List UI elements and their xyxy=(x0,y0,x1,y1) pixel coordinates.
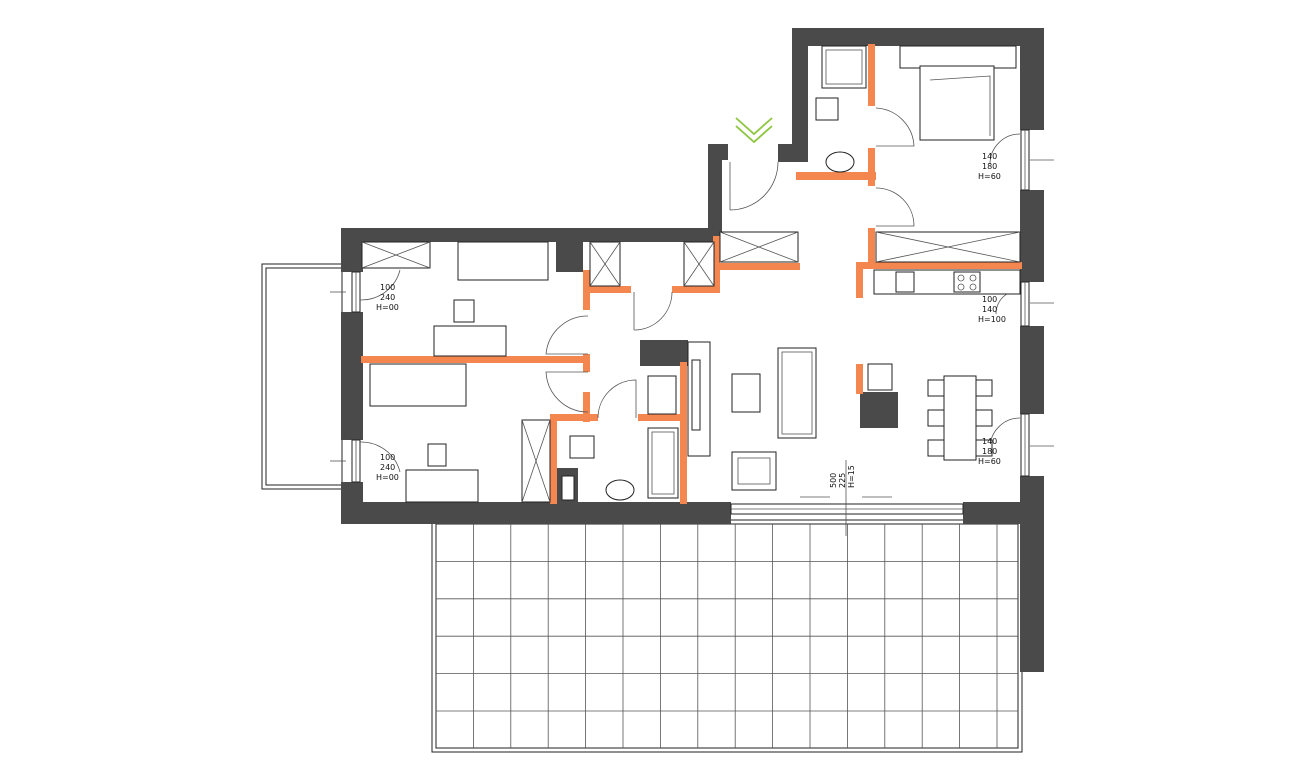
window-label-line: 180 xyxy=(982,447,997,456)
partition-walls xyxy=(361,44,1022,504)
terrace xyxy=(431,519,1023,753)
window-label-line: H=100 xyxy=(978,315,1006,324)
bedroom-top-furniture xyxy=(815,45,1017,173)
hall-storage xyxy=(361,231,799,503)
terrace-door-label: 500 225 H=15 xyxy=(829,465,856,488)
bathroom-left-furniture xyxy=(561,375,679,501)
dining-furniture xyxy=(927,375,993,461)
window-label-left-top: 100 240 H=00 xyxy=(376,283,399,312)
entrance-chevron-icon xyxy=(735,117,773,144)
window-label-line: 140 xyxy=(982,152,997,161)
living-furniture xyxy=(687,341,817,491)
window-label-line: 100 xyxy=(380,453,395,462)
terrace-tile-grid xyxy=(436,524,1018,748)
window-label-right-bottom: 140 180 H=60 xyxy=(978,437,1001,466)
window-label-right-top: 140 180 H=60 xyxy=(978,152,1001,181)
bedrooms-left-furniture xyxy=(369,241,549,503)
window-label-line: 240 xyxy=(380,293,395,302)
window-label-line: H=00 xyxy=(376,303,399,312)
window-label-line: 140 xyxy=(982,305,997,314)
structural-walls xyxy=(341,28,1044,672)
door-label-line: 500 xyxy=(829,473,838,488)
window-frames xyxy=(330,129,1054,536)
door-swings xyxy=(359,107,1021,473)
window-label-line: 140 xyxy=(982,437,997,446)
window-label-line: 100 xyxy=(380,283,395,292)
window-label-line: H=00 xyxy=(376,473,399,482)
window-label-left-bottom: 100 240 H=00 xyxy=(376,453,399,482)
door-label-line: H=15 xyxy=(847,465,856,488)
left-balcony xyxy=(261,263,343,490)
window-label-line: 100 xyxy=(982,295,997,304)
window-label-right-middle: 100 140 H=100 xyxy=(978,295,1006,324)
window-label-line: H=60 xyxy=(978,172,1001,181)
door-label-line: 225 xyxy=(838,473,847,488)
window-label-line: 240 xyxy=(380,463,395,472)
kitchen-furniture xyxy=(867,231,1021,391)
window-label-line: H=60 xyxy=(978,457,1001,466)
window-label-line: 180 xyxy=(982,162,997,171)
